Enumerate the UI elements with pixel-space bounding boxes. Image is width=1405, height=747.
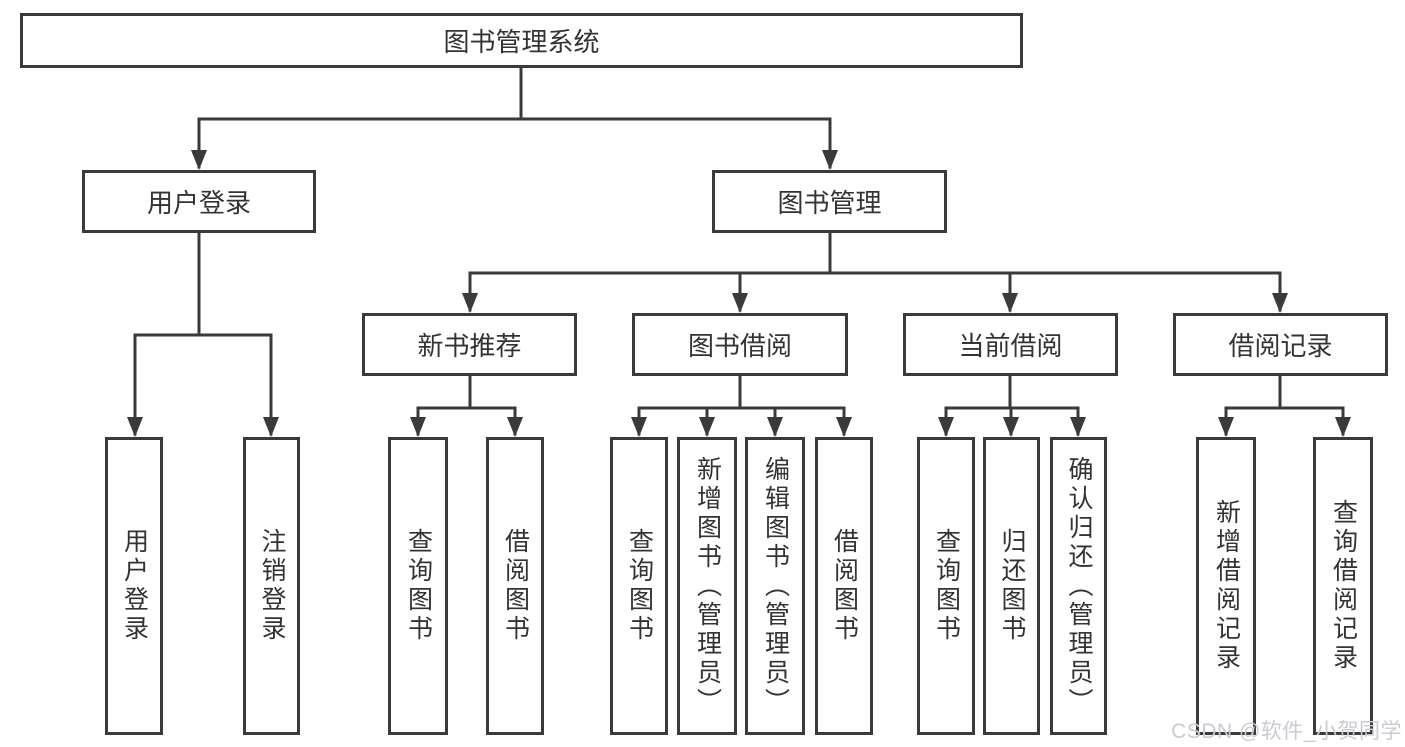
node-label: 图书管理: [777, 188, 882, 218]
leaf-query-books-1: 查询图书: [388, 437, 448, 735]
leaf-label: 归还图书: [998, 528, 1026, 644]
leaf-label: 查询图书: [625, 528, 654, 644]
leaf-logout: 注销登录: [243, 437, 300, 735]
leaf-query-books-3: 查询图书: [917, 437, 975, 735]
leaf-label: 用户登录: [120, 528, 149, 644]
node-label: 当前借阅: [958, 331, 1063, 361]
leaf-label: 编辑图书（管理员）: [761, 455, 790, 717]
node-new-book-recommendation: 新书推荐: [362, 313, 577, 376]
leaf-edit-books-admin: 编辑图书（管理员）: [745, 437, 805, 735]
node-current-borrowing: 当前借阅: [903, 313, 1118, 376]
edge-user-login-trunk: [133, 231, 273, 337]
node-user-login: 用户登录: [82, 170, 316, 233]
node-book-management: 图书管理: [712, 170, 947, 233]
node-label: 借阅记录: [1228, 331, 1333, 361]
leaf-label: 注销登录: [258, 528, 286, 644]
node-book-borrowing: 图书借阅: [632, 313, 848, 376]
edge-new-book-trunk: [416, 374, 517, 410]
edge-borrowing-records-trunk: [1224, 374, 1345, 410]
leaf-label: 查询借阅记录: [1329, 499, 1358, 673]
node-borrowing-records: 借阅记录: [1173, 313, 1388, 376]
edge-current-borrowing-trunk: [944, 374, 1080, 410]
leaf-user-login: 用户登录: [105, 437, 163, 735]
edge-book-borrowing-trunk: [637, 374, 846, 410]
leaf-label: 新增借阅记录: [1212, 499, 1241, 673]
leaf-label: 借阅图书: [830, 528, 859, 644]
node-label: 新书推荐: [417, 331, 522, 361]
node-label: 图书管理系统: [443, 27, 600, 57]
leaf-add-borrow-record: 新增借阅记录: [1196, 437, 1256, 735]
leaf-add-books-admin: 新增图书（管理员）: [677, 437, 737, 735]
leaf-label: 查询图书: [404, 528, 433, 644]
leaf-borrow-books-2: 借阅图书: [815, 437, 873, 735]
leaf-query-borrow-record: 查询借阅记录: [1313, 437, 1373, 735]
leaf-label: 新增图书（管理员）: [693, 455, 722, 717]
edge-root-trunk: [197, 66, 832, 121]
leaf-return-books: 归还图书: [983, 437, 1040, 735]
csdn-watermark: CSDN @软件_小贺同学: [1171, 720, 1402, 743]
node-label: 用户登录: [146, 188, 251, 218]
node-library-management-system: 图书管理系统: [20, 13, 1023, 68]
edge-book-management-trunk: [468, 231, 1282, 275]
leaf-query-books-2: 查询图书: [610, 437, 668, 735]
node-label: 图书借阅: [687, 331, 792, 361]
leaf-confirm-return-admin: 确认归还（管理员）: [1050, 437, 1107, 735]
leaf-borrow-books-1: 借阅图书: [486, 437, 544, 735]
leaf-label: 借阅图书: [501, 528, 530, 644]
leaf-label: 确认归还（管理员）: [1065, 455, 1093, 717]
leaf-label: 查询图书: [932, 528, 961, 644]
